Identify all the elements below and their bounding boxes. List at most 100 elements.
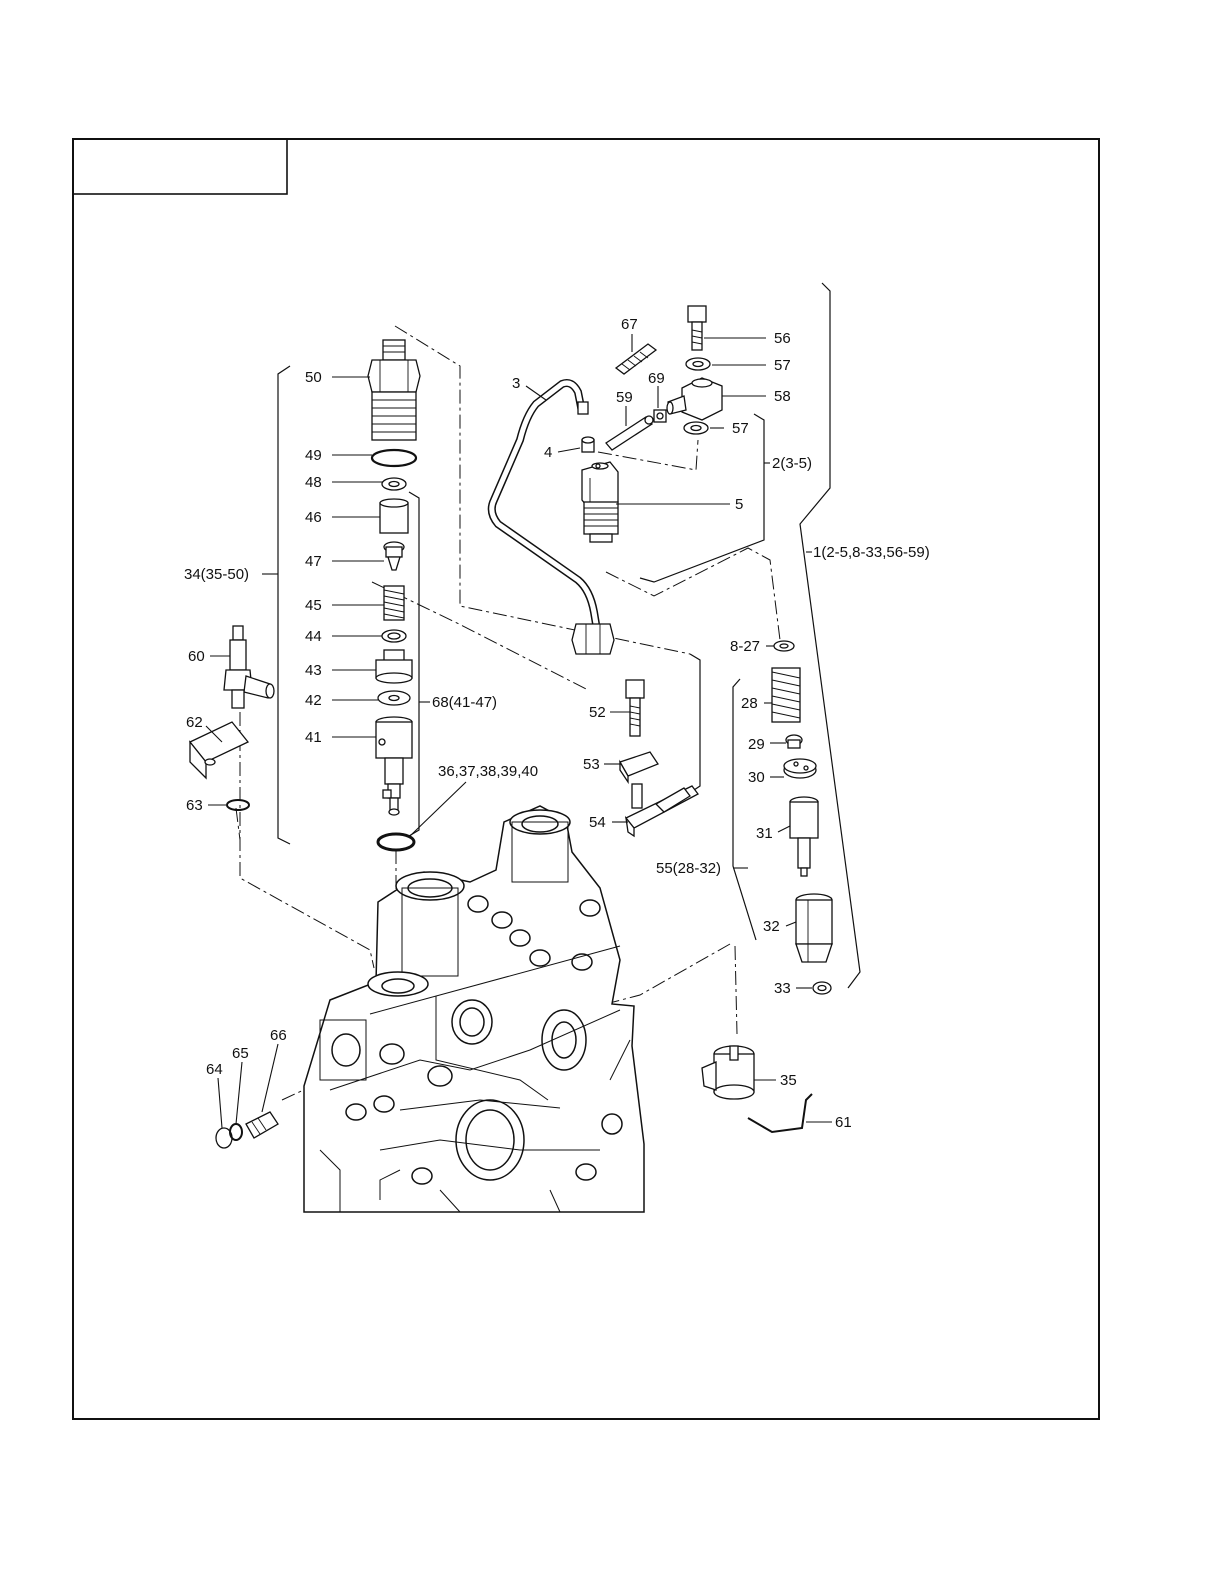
bracket-54 xyxy=(689,653,701,793)
leader-62 xyxy=(205,725,223,743)
plug-66 xyxy=(245,1111,279,1139)
callout-61: 61 xyxy=(835,1114,852,1131)
injection-pipe-3 xyxy=(487,379,615,655)
callout-59: 59 xyxy=(616,389,633,406)
clamp-54 xyxy=(624,783,699,838)
callout-36: 36,37,38,39,40 xyxy=(438,763,538,780)
washer-57-upper xyxy=(685,357,711,371)
leader-64 xyxy=(217,1077,223,1129)
nozzle-31 xyxy=(789,796,819,877)
callout-62: 62 xyxy=(186,714,203,731)
bracket-1 xyxy=(799,282,861,989)
leader-66 xyxy=(261,1043,279,1113)
control-sleeve-35 xyxy=(701,1045,755,1100)
pump-housing xyxy=(303,805,645,1213)
assembly-line-j xyxy=(235,807,241,841)
leader-31 xyxy=(777,825,791,833)
callout-69: 69 xyxy=(648,370,665,387)
bracket-34 xyxy=(277,365,291,845)
callout-58: 58 xyxy=(774,388,791,405)
callout-5: 5 xyxy=(735,496,743,513)
bracket-2 xyxy=(639,413,765,583)
callout-57a: 57 xyxy=(774,357,791,374)
callout-68: 68(41-47) xyxy=(432,694,497,711)
callout-34: 34(35-50) xyxy=(184,566,249,583)
holder-5 xyxy=(581,461,619,543)
callout-52: 52 xyxy=(589,704,606,721)
clamp-53 xyxy=(619,751,659,785)
callout-8-27: 8-27 xyxy=(730,638,760,655)
callout-46: 46 xyxy=(305,509,322,526)
bolt-52 xyxy=(625,679,645,737)
callout-55: 55(28-32) xyxy=(656,860,721,877)
callout-33: 33 xyxy=(774,980,791,997)
plate-62 xyxy=(188,721,250,780)
callout-57b: 57 xyxy=(732,420,749,437)
washer-48 xyxy=(381,477,407,491)
leader-65 xyxy=(235,1061,243,1125)
leader-4 xyxy=(557,447,581,453)
ring-44 xyxy=(381,629,407,643)
assembly-line-a xyxy=(394,325,691,655)
callout-63: 63 xyxy=(186,797,203,814)
callout-66: 66 xyxy=(270,1027,287,1044)
nut-4 xyxy=(581,436,595,453)
callout-54: 54 xyxy=(589,814,606,831)
callout-67: 67 xyxy=(621,316,638,333)
bolt-56 xyxy=(687,305,707,351)
banjo-58 xyxy=(666,377,723,421)
leader-36 xyxy=(409,781,467,837)
title-box xyxy=(72,138,288,195)
washer-57-lower xyxy=(683,421,709,435)
callout-3: 3 xyxy=(512,375,520,392)
callout-1: 1(2-5,8-33,56-59) xyxy=(813,544,930,561)
callout-50: 50 xyxy=(305,369,322,386)
plunger-barrel-41 xyxy=(375,716,413,816)
callout-28: 28 xyxy=(741,695,758,712)
o-ring-65 xyxy=(229,1123,243,1141)
spring-61 xyxy=(747,1093,813,1134)
bracket-55 xyxy=(732,678,757,941)
clip-69 xyxy=(653,409,667,423)
callout-64: 64 xyxy=(206,1061,223,1078)
leader-3 xyxy=(525,385,547,401)
shim-36 xyxy=(376,832,416,852)
callout-35: 35 xyxy=(780,1072,797,1089)
washer-33 xyxy=(812,981,832,995)
callout-2: 2(3-5) xyxy=(772,455,812,472)
sleeve-43 xyxy=(375,649,413,684)
page-frame xyxy=(72,138,1100,1420)
callout-41: 41 xyxy=(305,729,322,746)
callout-32: 32 xyxy=(763,918,780,935)
callout-29: 29 xyxy=(748,736,765,753)
hose-67 xyxy=(614,343,658,375)
spring-seat-46 xyxy=(379,498,409,534)
callout-4: 4 xyxy=(544,444,552,461)
o-ring-49 xyxy=(370,448,418,468)
delivery-valve-holder-50 xyxy=(367,339,421,441)
spring-45 xyxy=(383,585,405,621)
o-ring-63 xyxy=(226,799,250,811)
pipe-59 xyxy=(605,415,654,451)
tee-fitting-60 xyxy=(223,625,275,709)
callout-31: 31 xyxy=(756,825,773,842)
callout-48: 48 xyxy=(305,474,322,491)
assembly-line-e xyxy=(239,712,375,969)
callout-44: 44 xyxy=(305,628,322,645)
callout-56: 56 xyxy=(774,330,791,347)
callout-49: 49 xyxy=(305,447,322,464)
callout-65: 65 xyxy=(232,1045,249,1062)
valve-47 xyxy=(383,541,405,571)
callout-45: 45 xyxy=(305,597,322,614)
assembly-line-h xyxy=(734,945,738,1035)
washer-42 xyxy=(377,690,411,706)
nut-32 xyxy=(795,893,833,963)
spacer-30 xyxy=(783,758,817,779)
callout-30: 30 xyxy=(748,769,765,786)
leader-32 xyxy=(785,921,797,927)
callout-47: 47 xyxy=(305,553,322,570)
assembly-line-c xyxy=(605,547,781,641)
callout-42: 42 xyxy=(305,692,322,709)
seat-29 xyxy=(785,734,803,749)
